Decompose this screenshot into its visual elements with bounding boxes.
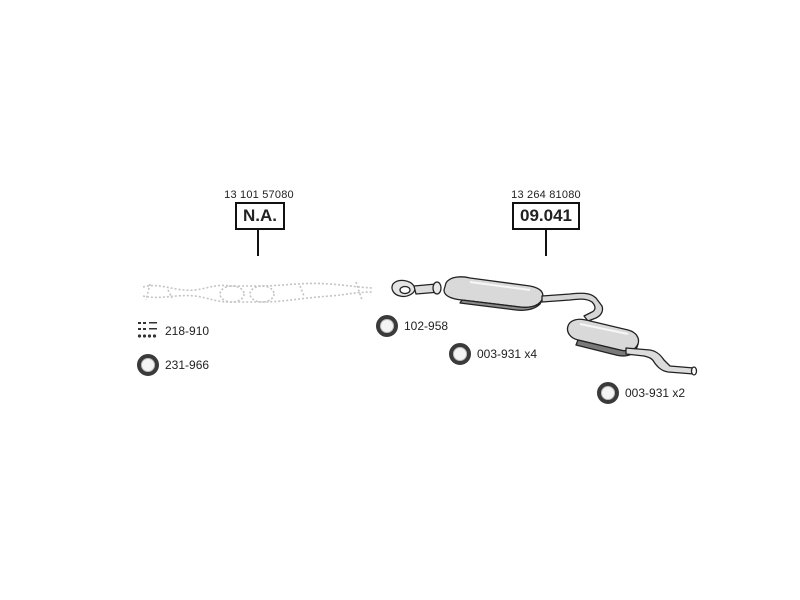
accessory-gasket-231966[interactable]: 231-966 [137,354,209,376]
accessory-code: 102-958 [404,319,449,333]
rubber-mount-ring-icon [449,343,471,365]
accessory-code: 003-931 x4 [477,347,538,361]
reference-box-rear[interactable]: 09.041 [512,202,580,230]
accessory-code: 231-966 [165,358,210,372]
center-muffler [443,276,544,308]
accessory-rubber-mount-x2[interactable]: 003-931 x2 [597,382,685,404]
reference-box-front[interactable]: N.A. [235,202,285,230]
clamp-kit-icon [137,322,157,338]
intermediate-pipe [541,292,604,322]
exhaust-system-09041 [391,276,698,376]
rubber-mount-ring-icon [597,382,619,404]
accessory-code: 218-910 [165,324,210,338]
gasket-ring-icon [137,354,159,376]
part-number-front: 13 101 57080 [224,189,294,201]
accessory-clamp-kit[interactable]: 218-910 [137,320,209,342]
accessory-code: 003-931 x2 [625,386,686,400]
gasket-ring-icon [376,315,398,337]
accessory-rubber-mount-x4[interactable]: 003-931 x4 [449,343,537,365]
front-pipe-not-available [142,281,373,303]
part-number-rear: 13 264 81080 [511,189,581,201]
tail-pipe [625,347,695,375]
accessory-gasket-102958[interactable]: 102-958 [376,315,448,337]
